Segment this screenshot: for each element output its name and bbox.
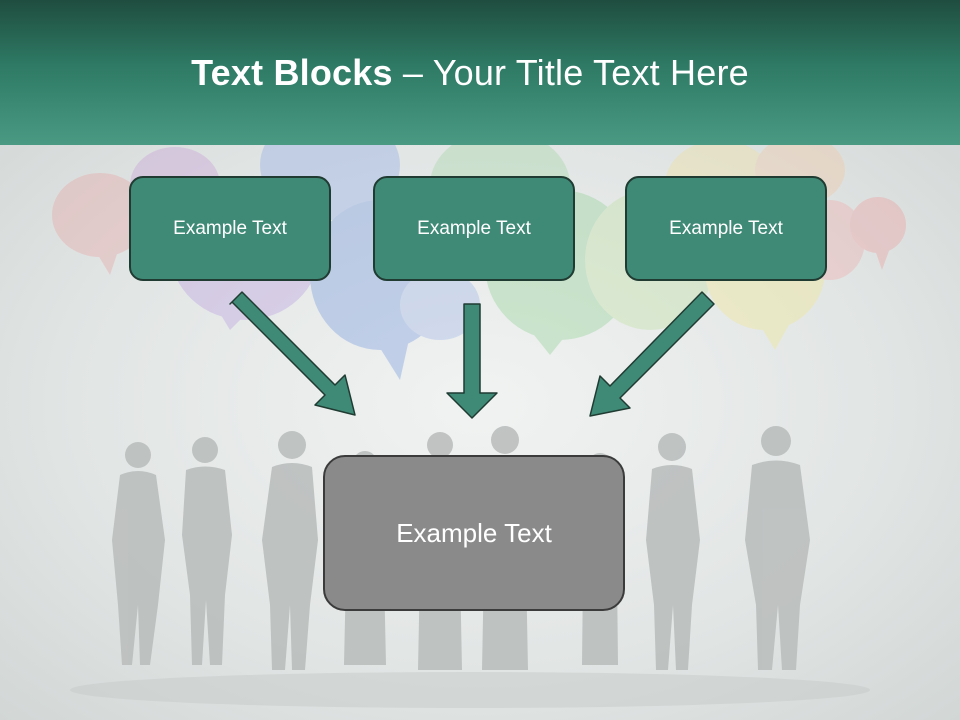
text-block-2-label: Example Text — [417, 217, 531, 239]
slide-title: Text Blocks – Your Title Text Here — [0, 52, 940, 94]
title-rest: – Your Title Text Here — [392, 52, 749, 93]
title-bold: Text Blocks — [191, 52, 393, 93]
text-block-1-label: Example Text — [173, 217, 287, 239]
main-text-block[interactable]: Example Text — [323, 455, 625, 611]
text-block-3[interactable]: Example Text — [625, 176, 827, 281]
text-block-1[interactable]: Example Text — [129, 176, 331, 281]
main-text-block-label: Example Text — [396, 517, 552, 548]
title-bar — [0, 0, 960, 145]
text-block-3-label: Example Text — [669, 217, 783, 239]
text-block-2[interactable]: Example Text — [373, 176, 575, 281]
